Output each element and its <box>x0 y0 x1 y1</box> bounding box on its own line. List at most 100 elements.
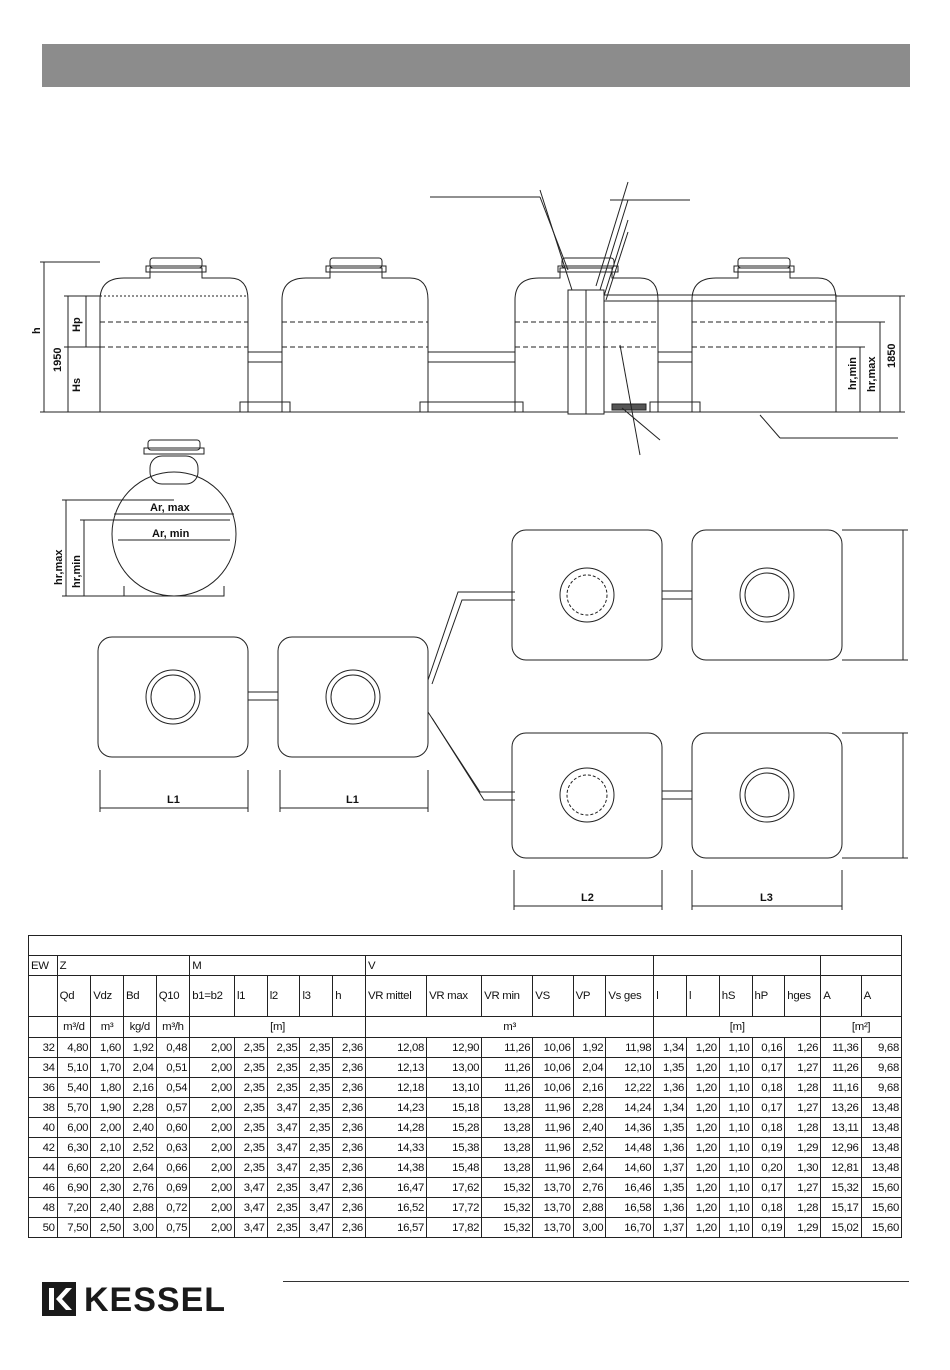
value-cell: 1,20 <box>686 1077 720 1098</box>
value-cell: 1,20 <box>686 1057 720 1078</box>
value-cell: 3,47 <box>299 1197 334 1218</box>
group-h <box>653 955 822 976</box>
value-cell: 15,32 <box>820 1177 862 1198</box>
unit-cell: m³/d <box>56 1016 92 1038</box>
value-cell: 2,00 <box>189 1157 235 1178</box>
value-cell: 1,10 <box>718 1157 753 1178</box>
value-cell: 2,00 <box>189 1037 235 1058</box>
value-cell: 3,00 <box>572 1217 607 1238</box>
group-z: Z <box>56 955 191 976</box>
value-cell: 2,35 <box>299 1037 334 1058</box>
value-cell: 2,00 <box>189 1217 235 1238</box>
value-cell: 0,51 <box>155 1057 191 1078</box>
value-cell: 1,36 <box>653 1077 688 1098</box>
value-cell: 2,00 <box>189 1077 235 1098</box>
value-cell: 2,52 <box>122 1137 157 1158</box>
value-cell: 15,48 <box>426 1157 483 1178</box>
ew-cell: 44 <box>28 1157 58 1178</box>
value-cell: 1,27 <box>784 1057 822 1078</box>
value-cell: 2,76 <box>572 1177 607 1198</box>
value-cell: 0,16 <box>751 1037 786 1058</box>
value-cell: 1,10 <box>718 1117 753 1138</box>
value-cell: 1,20 <box>686 1137 720 1158</box>
value-cell: 15,60 <box>860 1217 903 1238</box>
connecting-pipes <box>239 294 837 413</box>
value-cell: 9,68 <box>860 1057 903 1078</box>
value-cell: 6,60 <box>56 1157 92 1178</box>
value-cell: 0,17 <box>751 1057 786 1078</box>
value-cell: 11,96 <box>532 1157 574 1178</box>
value-cell: 1,10 <box>718 1177 753 1198</box>
value-cell: 17,62 <box>426 1177 483 1198</box>
unit-cell: [m] <box>189 1016 366 1038</box>
value-cell: 15,02 <box>820 1217 862 1238</box>
value-cell: 13,70 <box>532 1177 574 1198</box>
value-cell: 2,00 <box>90 1117 124 1138</box>
value-cell: 2,40 <box>572 1117 607 1138</box>
ew-cell: 38 <box>28 1097 58 1118</box>
value-cell: 0,75 <box>155 1217 191 1238</box>
value-cell: 13,26 <box>820 1097 862 1118</box>
side-elevation: h 1950 Hp Hs hr,min hr,max 1850 <box>31 181 905 456</box>
value-cell: 15,32 <box>481 1197 534 1218</box>
value-cell: 1,34 <box>653 1097 688 1118</box>
ew-cell: 50 <box>28 1217 58 1238</box>
value-cell: 2,35 <box>233 1157 268 1178</box>
value-cell: 0,19 <box>751 1217 786 1238</box>
dim-hs: Hs <box>71 378 83 392</box>
symbol-cell: VR min <box>481 975 534 1017</box>
value-cell: 3,47 <box>266 1137 301 1158</box>
value-cell: 2,52 <box>572 1137 607 1158</box>
value-cell: 2,35 <box>299 1097 334 1118</box>
value-cell: 1,10 <box>718 1217 753 1238</box>
value-cell: 10,06 <box>532 1077 574 1098</box>
value-cell: 13,48 <box>860 1097 903 1118</box>
table-title <box>28 935 902 956</box>
value-cell: 0,57 <box>155 1097 191 1118</box>
value-cell: 3,47 <box>266 1117 301 1138</box>
value-cell: 2,36 <box>332 1137 366 1158</box>
unit-row: m³/d m³ kg/d m³/h [m] m³ [m] [m²] <box>28 1016 902 1038</box>
dimension-left <box>40 261 100 413</box>
value-cell: 2,50 <box>90 1217 124 1238</box>
dim-h: h <box>31 327 43 334</box>
value-cell: 16,57 <box>364 1217 428 1238</box>
value-cell: 5,40 <box>56 1077 92 1098</box>
value-cell: 17,72 <box>426 1197 483 1218</box>
value-cell: 15,28 <box>426 1117 483 1138</box>
value-cell: 1,29 <box>784 1137 822 1158</box>
value-cell: 12,22 <box>605 1077 655 1098</box>
value-cell: 11,26 <box>481 1077 534 1098</box>
value-cell: 2,04 <box>122 1057 157 1078</box>
unit-cell: m³ <box>90 1016 124 1038</box>
value-cell: 1,29 <box>784 1217 822 1238</box>
symbol-cell: l2 <box>266 975 301 1017</box>
value-cell: 0,69 <box>155 1177 191 1198</box>
value-cell: 11,26 <box>820 1057 862 1078</box>
value-cell: 11,96 <box>532 1097 574 1118</box>
dim-sec-hrmax: hr,max <box>53 549 65 585</box>
value-cell: 2,30 <box>90 1177 124 1198</box>
value-cell: 2,35 <box>233 1117 268 1138</box>
unit-cell: [m²] <box>820 1016 902 1038</box>
value-cell: 2,88 <box>122 1197 157 1218</box>
value-cell: 16,58 <box>605 1197 655 1218</box>
plan-view: L1 L1 L2 L3 <box>97 529 908 910</box>
value-cell: 13,10 <box>426 1077 483 1098</box>
dim-l2: L2 <box>581 892 594 904</box>
ew-cell: 46 <box>28 1177 58 1198</box>
value-cell: 15,60 <box>860 1197 903 1218</box>
value-cell: 14,33 <box>364 1137 428 1158</box>
group-v: V <box>364 955 655 976</box>
ew-cell: 40 <box>28 1117 58 1138</box>
dim-l1-right: L1 <box>346 794 359 806</box>
value-cell: 1,34 <box>653 1037 688 1058</box>
value-cell: 1,20 <box>686 1157 720 1178</box>
value-cell: 2,00 <box>189 1177 235 1198</box>
